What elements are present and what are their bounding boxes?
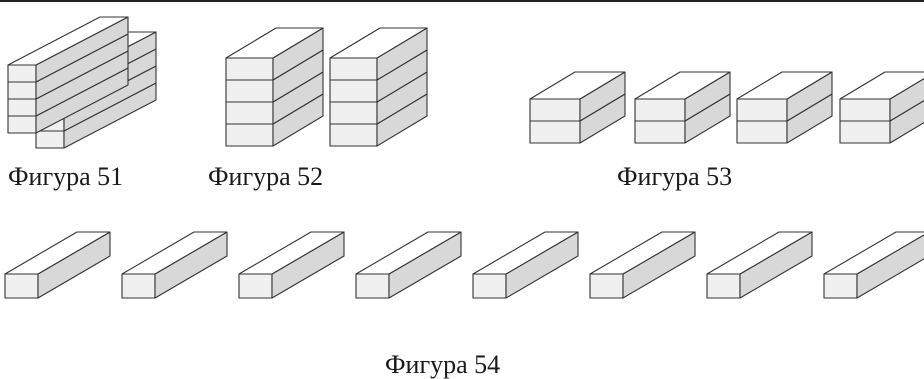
brick-front-face <box>329 101 378 125</box>
brick-top-face <box>823 231 924 275</box>
brick-top-face <box>634 71 731 100</box>
brick <box>225 49 324 103</box>
brick-side-face <box>889 99 924 144</box>
brick <box>329 93 428 147</box>
brick-front-face <box>472 273 507 299</box>
brick-top-face <box>4 231 111 275</box>
brick <box>329 27 428 81</box>
brick-front-face <box>839 98 891 122</box>
brick-front-face <box>7 115 37 134</box>
brick-front-face <box>529 120 581 144</box>
figure-54-bricks <box>4 231 924 299</box>
brick <box>355 231 462 299</box>
brick <box>238 231 345 299</box>
brick-top-face <box>736 71 833 100</box>
brick-front-face <box>225 101 274 125</box>
brick-front-face <box>329 123 378 147</box>
brick-front-face <box>329 79 378 103</box>
brick-side-face <box>889 77 924 122</box>
brick-front-face <box>706 273 741 299</box>
brick <box>736 93 833 144</box>
brick-top-face <box>238 231 345 275</box>
brick-front-face <box>7 98 37 117</box>
figure-51-bricks <box>7 16 157 149</box>
brick-top-face <box>706 231 813 275</box>
brick-front-face <box>736 98 788 122</box>
brick <box>529 93 626 144</box>
page-top-rule <box>0 0 924 2</box>
brick-front-face <box>225 57 274 81</box>
brick <box>7 16 129 83</box>
brick-top-face <box>472 231 579 275</box>
figure-53-caption: Фигура 53 <box>617 162 733 191</box>
brick <box>589 231 696 299</box>
brick-front-face <box>7 64 37 83</box>
brick-front-face <box>529 98 581 122</box>
brick <box>634 93 731 144</box>
brick-front-face <box>121 273 156 299</box>
brick-top-face <box>121 231 228 275</box>
brick-front-face <box>736 120 788 144</box>
brick <box>823 231 924 299</box>
brick-front-face <box>225 79 274 103</box>
brick <box>121 231 228 299</box>
brick <box>839 71 924 122</box>
brick-top-face <box>355 231 462 275</box>
figure-54-caption: Фигура 54 <box>385 350 501 379</box>
brick-front-face <box>7 81 37 100</box>
brick <box>7 50 129 117</box>
brick-front-face <box>329 57 378 81</box>
brick-top-face <box>329 27 428 59</box>
brick-top-face <box>7 16 129 66</box>
figure-52-caption: Фигура 52 <box>208 162 324 191</box>
brick <box>706 231 813 299</box>
figure-52-bricks <box>225 27 428 147</box>
brick-front-face <box>823 273 858 299</box>
brick <box>225 27 324 81</box>
brick-front-face <box>634 120 686 144</box>
brick-side-face <box>856 234 924 299</box>
brick-front-face <box>35 130 65 149</box>
brick-front-face <box>634 98 686 122</box>
figure-53-bricks <box>529 71 924 144</box>
brick-top-face <box>839 71 924 100</box>
brick <box>472 231 579 299</box>
brick-top-face <box>589 231 696 275</box>
brick <box>4 231 111 299</box>
brick-front-face <box>839 120 891 144</box>
brick-front-face <box>355 273 390 299</box>
brick <box>736 71 833 122</box>
brick-front-face <box>589 273 624 299</box>
brick-front-face <box>4 273 39 299</box>
brick-top-face <box>225 27 324 59</box>
brick-front-face <box>238 273 273 299</box>
brick-front-face <box>225 123 274 147</box>
brick <box>634 71 731 122</box>
brick <box>529 71 626 122</box>
brick-top-face <box>529 71 626 100</box>
figure-51-caption: Фигура 51 <box>8 162 124 191</box>
